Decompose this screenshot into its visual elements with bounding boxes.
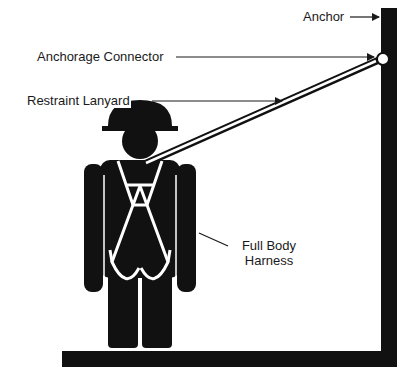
restraint-lanyard-inner bbox=[146, 61, 376, 163]
anchorage-connector bbox=[377, 53, 389, 65]
leader-line bbox=[199, 233, 228, 246]
part-label: Anchor bbox=[302, 9, 345, 24]
part-label: Anchorage Connector bbox=[36, 49, 164, 64]
leader-arrow bbox=[350, 16, 379, 17]
restraint-lanyard bbox=[142, 60, 379, 165]
leader-arrow bbox=[176, 56, 374, 57]
floor bbox=[62, 351, 397, 367]
leader-arrow bbox=[152, 100, 282, 101]
part-label: Full Body Harness bbox=[230, 238, 308, 268]
part-label: Restraint Lanyard bbox=[26, 93, 131, 108]
worker-figure bbox=[84, 100, 196, 348]
harness-straps bbox=[110, 161, 170, 279]
